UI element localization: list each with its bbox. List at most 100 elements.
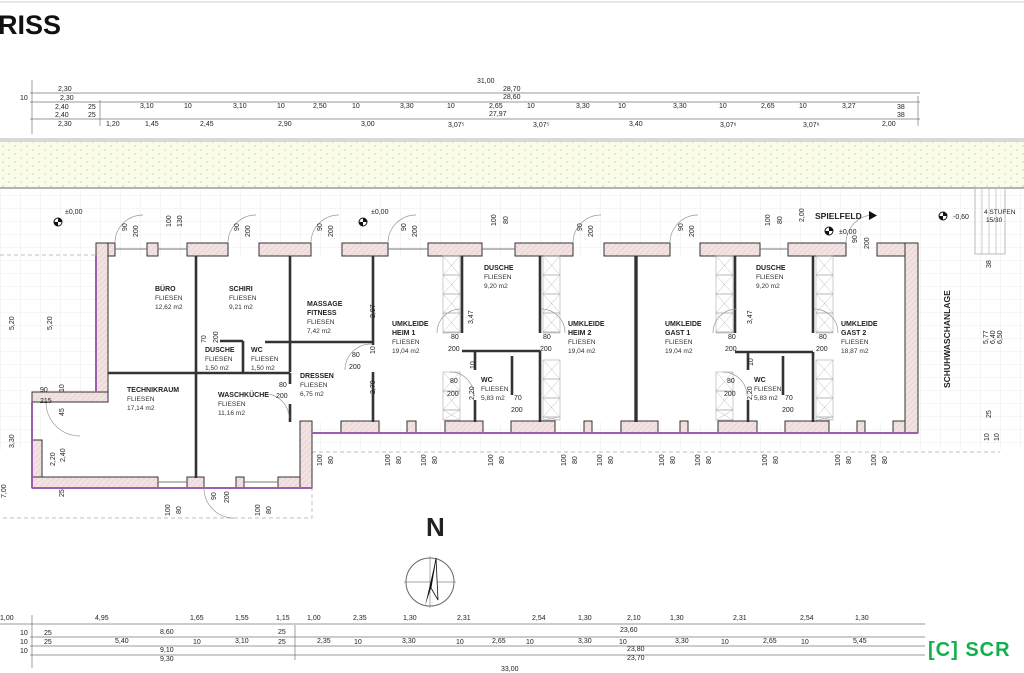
opening-dimension: 200 [276,393,288,400]
opening-dimension: 2,70 [370,380,377,394]
window-dimension: 80 [706,456,713,464]
room-name: BÜRO [155,284,176,293]
dimension-label: 10 [984,433,991,441]
window-dimension: 80 [670,456,677,464]
wall-segment [699,242,761,257]
room-name: WASCHKÜCHE [218,390,269,399]
wall-segment [679,420,689,434]
opening-dimension: 70 [785,395,793,402]
locker-icon [542,331,561,334]
room-floor: FLIESEN [218,401,246,408]
dimension-label: 23,80 [627,646,645,653]
wall-segment [444,420,484,434]
opening-dimension: 200 [724,391,736,398]
elevation-label: ±0,00 [839,229,857,236]
room-floor: FLIESEN [251,356,279,363]
room-area: 5,83 m2 [754,395,778,402]
dimension-label: 5,45 [853,638,867,645]
opening-dimension: 90 [40,387,48,394]
opening-dimension: 2,20 [469,386,476,400]
dimension-label: 38 [986,260,993,268]
room-name: UMKLEIDE [568,321,605,328]
dimension-label: 1,30 [578,615,592,622]
opening-dimension: 200 [447,391,459,398]
dimension-label: 10 [20,648,28,655]
opening-dimension: 200 [864,237,871,249]
opening-dimension: 90 [317,223,324,231]
dimension-label: 3,30 [9,434,16,448]
dimension-label: 2,65 [492,638,506,645]
room-area: 9,21 m2 [229,304,253,311]
wall-segment [258,242,312,257]
dimension-label: 23,70 [627,655,645,662]
dimension-label: 5,20 [9,316,16,330]
dimension-label: 2,45 [200,121,214,128]
room-area: 12,62 m2 [155,304,183,311]
facade-label: SCHUHWASCHANLAGE [942,290,952,388]
dimension-label: 2,65 [761,103,775,110]
dimension-label: 10 [184,103,192,110]
dimension-label: 8,60 [160,629,174,636]
room-area: 1,50 m2 [251,365,275,372]
room-area: 5,83 m2 [481,395,505,402]
dimension-label: 3,07⁶ [803,122,820,129]
opening-dimension: 200 [328,225,335,237]
room-area: 6,75 m2 [300,391,324,398]
room-name: DUSCHE [205,347,235,354]
room-floor: FLIESEN [481,386,509,393]
dimension-label: 1,20 [106,121,120,128]
locker-icon [442,409,461,421]
spielfeld-arrow-icon [869,211,877,220]
dimension-label: 3,30 [576,103,590,110]
room-area: 1,50 m2 [205,365,229,372]
room-name: WC [481,377,493,384]
window-dimension: 100 [421,454,428,466]
dimension-label: 1,55 [235,615,249,622]
dimension-label: 3,07⁶ [720,122,737,129]
opening-dimension: 80 [543,334,551,341]
dimension-label: 5,40 [115,638,129,645]
wall-segment [856,420,866,434]
dimension-label: 3,27 [842,103,856,110]
dimension-label: 10 [352,103,360,110]
opening-dimension: 130 [177,215,184,227]
opening-dimension: 80 [777,216,784,224]
opening-dimension: 90 [211,492,218,500]
room-name: UMKLEIDE [665,321,702,328]
dimension-label: 1,30 [403,615,417,622]
window-dimension: 100 [871,454,878,466]
opening-dimension: 90 [852,235,859,243]
dimension-label: 4,95 [95,615,109,622]
dimension-label: 10 [59,384,66,392]
room-name: DUSCHE [756,265,786,272]
window-dimension: 80 [608,456,615,464]
opening-dimension: 200 [725,346,737,353]
dimension-label: 9,10 [160,647,174,654]
room-floor: FLIESEN [307,319,335,326]
opening-dimension: 2,20 [747,386,754,400]
dimension-label: 2,10 [627,615,641,622]
room-name: GAST 2 [841,330,866,337]
opening-dimension: 100 [491,214,498,226]
north-label: N [426,512,445,542]
opening-dimension: 200 [448,346,460,353]
room-area: 19,04 m2 [665,348,693,355]
company-logo: [C] SCR [928,639,1011,661]
dimension-label: 2,20 [50,452,57,466]
wall-segment [717,420,758,434]
window-dimension: 80 [846,456,853,464]
dimension-label: 7,00 [1,484,8,498]
wall-segment [787,242,847,257]
window-dimension: 100 [561,454,568,466]
dimension-label: 2,30 [60,95,74,102]
dimension-label: 28,70 [503,86,521,93]
top-dimension-lines [30,80,920,134]
room-floor: FLIESEN [155,295,183,302]
opening-dimension: 200 [224,491,231,503]
locker-icon [815,416,834,421]
dimension-label: 2,31 [457,615,471,622]
stairs-ratio: 15/30 [986,217,1003,224]
room-floor: FLIESEN [300,382,328,389]
locker-icon [715,331,734,334]
